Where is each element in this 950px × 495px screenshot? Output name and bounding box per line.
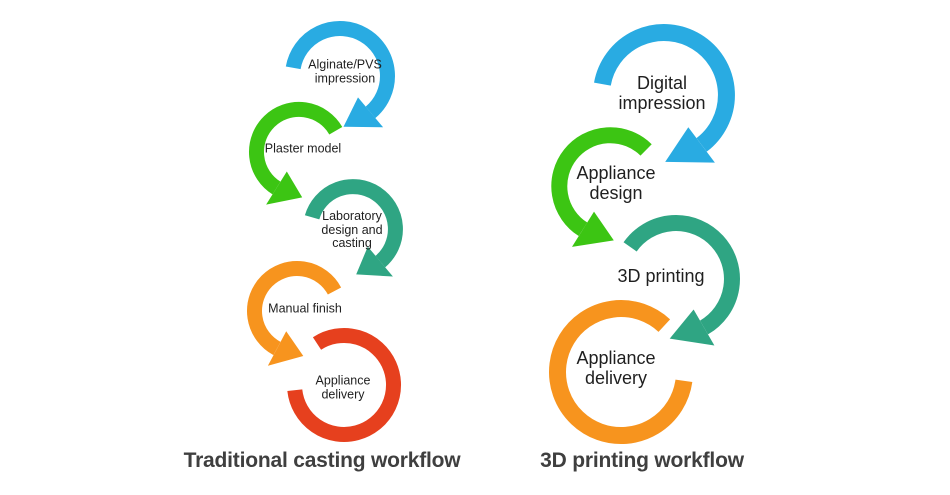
- arrow-wf1-step3: [549, 300, 693, 445]
- arrow-wf0-step2: [304, 179, 403, 277]
- arrow-arc: [594, 24, 735, 152]
- arrow-wf0-step0: [285, 21, 395, 128]
- arrow-wf1-step2: [623, 215, 740, 346]
- arrow-arc: [247, 261, 342, 356]
- arrow-arc: [285, 21, 395, 119]
- arrow-head: [572, 211, 614, 247]
- caption-traditional-casting-workflow: Traditional casting workflow: [183, 449, 461, 472]
- arrow-head: [669, 309, 715, 346]
- arrow-wf0-step3: [247, 261, 342, 366]
- arrow-arc: [287, 327, 402, 442]
- arrow-arc: [304, 179, 403, 268]
- arrow-wf1-step1: [551, 127, 652, 247]
- arrow-arc: [549, 300, 693, 445]
- arrow-wf0-step4: [287, 327, 402, 442]
- arrow-head: [267, 331, 304, 366]
- arrow-arc: [248, 101, 343, 195]
- arrow-wf0-step1: [248, 101, 343, 205]
- arrow-head: [266, 171, 303, 205]
- caption-3d-printing-workflow: 3D printing workflow: [540, 449, 744, 472]
- arrow-wf1-step0: [594, 24, 735, 163]
- arrow-arc: [551, 127, 652, 237]
- arrow-arc: [623, 215, 740, 335]
- arrow-head: [665, 127, 715, 163]
- arrow-head: [356, 246, 393, 277]
- arrow-head: [343, 97, 384, 128]
